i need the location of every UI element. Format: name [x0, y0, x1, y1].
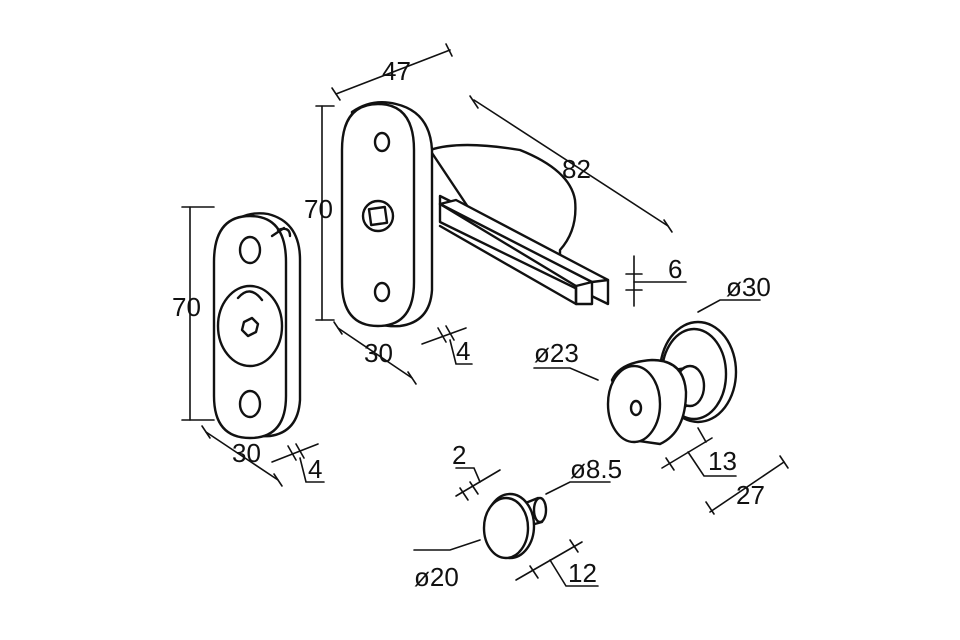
lever-neck — [428, 143, 577, 272]
left-rose — [212, 212, 302, 440]
dim-knob-small-step: 2 — [452, 440, 466, 470]
dim-lever-length: 82 — [562, 154, 591, 184]
left-rose-face — [212, 214, 288, 440]
dim-lever-rose-height: 70 — [304, 194, 333, 224]
lever-rose-spindle-ring — [361, 199, 395, 233]
dim-lever-rose-width: 30 — [364, 338, 393, 368]
dim-knob-small-depth: 12 — [568, 558, 597, 588]
dim-lever-rose: 47 70 82 30 4 6 — [304, 43, 687, 385]
lever-bar-upper — [438, 198, 610, 284]
dim-left-rose: 70 30 4 — [172, 206, 325, 487]
dim-rose-height: 70 — [172, 292, 201, 322]
dim-rose-width: 30 — [232, 438, 261, 468]
dim-knob-small-dia: ø20 — [414, 562, 459, 592]
lever-rose-bottom-hole — [373, 281, 391, 303]
small-knob-face — [482, 496, 530, 560]
left-rose-bottom-hole — [238, 389, 262, 419]
dim-knob-large-total: 27 — [736, 480, 765, 510]
left-rose-spindle — [240, 316, 260, 338]
large-knob-hole — [629, 399, 643, 417]
left-rose-cylinder — [216, 284, 284, 368]
dim-small-knob: 2 ø8.5 ø20 12 — [413, 440, 622, 592]
dim-knob-large-dia: ø30 — [726, 272, 771, 302]
dim-rose-thickness: 4 — [308, 454, 322, 484]
lever-rose-spindle — [367, 205, 389, 227]
dim-knob-small-stem-dia: ø8.5 — [570, 454, 622, 484]
dim-large-knob: ø30 ø23 13 27 — [533, 272, 789, 515]
dim-knob-large-depth: 13 — [708, 446, 737, 476]
dim-lever-rose-thickness: 4 — [456, 336, 470, 366]
left-rose-top-hole — [238, 235, 262, 265]
lever-assembly — [340, 101, 610, 328]
dim-lever-bar: 6 — [668, 254, 682, 284]
small-knob — [482, 492, 548, 560]
lever-bar-end — [574, 280, 594, 306]
large-knob — [606, 320, 738, 446]
lever-rose-face — [340, 102, 416, 328]
dim-lever-width-top: 47 — [382, 56, 411, 86]
lever-rose-top-hole — [373, 131, 391, 153]
large-knob-face — [606, 364, 662, 444]
dim-knob-large-inner-dia: ø23 — [534, 338, 579, 368]
